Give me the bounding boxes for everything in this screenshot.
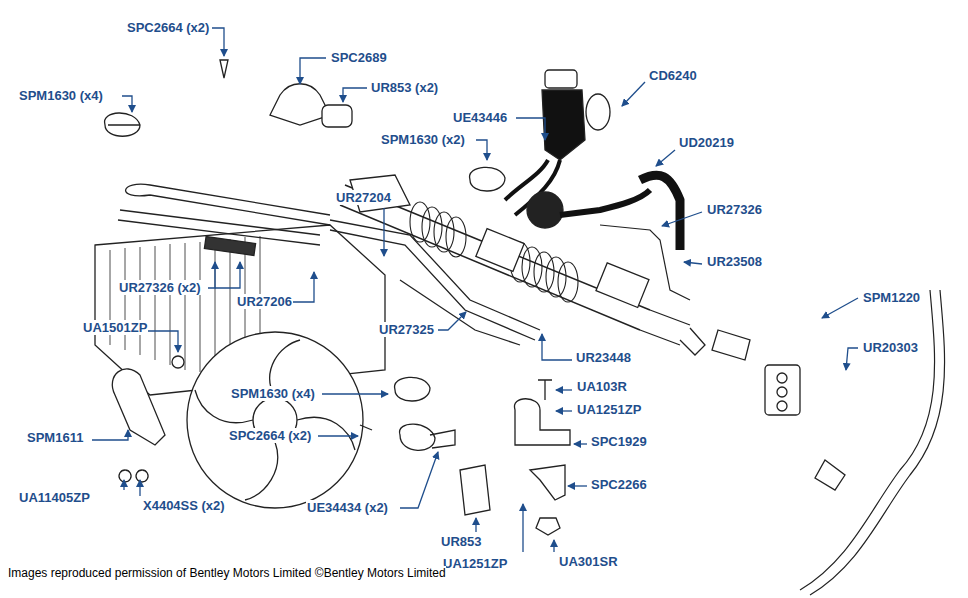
part-number: SPC2266 — [590, 477, 648, 492]
part-number: UR27325 — [378, 322, 435, 337]
part-number: UE34434 (x2) — [306, 500, 389, 515]
part-number: UA1251ZP — [442, 556, 508, 571]
part-number: SPM1630 (x4) — [18, 88, 104, 103]
part-number: UR853 — [440, 534, 482, 549]
part-number: UR853 (x2) — [370, 80, 439, 95]
drawing — [95, 60, 945, 595]
copyright-caption: Images reproduced permission of Bentley … — [8, 566, 446, 580]
part-number: SPC2664 (x2) — [228, 428, 312, 443]
part-number: UR27204 — [335, 190, 392, 205]
part-number: UE43446 — [452, 110, 508, 125]
part-number: X4404SS (x2) — [142, 498, 226, 513]
part-number: SPM1630 (x4) — [230, 386, 316, 401]
part-number: UD20219 — [678, 135, 735, 150]
part-number: CD6240 — [648, 68, 698, 83]
part-number: SPC2689 — [330, 50, 388, 65]
part-number: UR23448 — [575, 350, 632, 365]
part-number: SPC2664 (x2) — [126, 20, 210, 35]
part-number: UA1251ZP — [576, 402, 642, 417]
part-number: SPM1630 (x2) — [380, 132, 466, 147]
part-number: SPC1929 — [590, 434, 648, 449]
part-number: UR27326 — [706, 202, 763, 217]
part-number: UA11405ZP — [18, 490, 91, 505]
leader-lines — [92, 28, 858, 552]
part-number: UR27206 — [236, 294, 293, 309]
part-number: UR27326 (x2) — [118, 280, 202, 295]
part-number: UA301SR — [558, 554, 619, 569]
part-number: UR23508 — [706, 254, 763, 269]
part-number: SPM1220 — [862, 290, 921, 305]
part-number: UA1501ZP — [82, 320, 148, 335]
part-number: SPM1611 — [26, 430, 84, 445]
part-number: UR20303 — [862, 340, 919, 355]
part-number: UA103R — [576, 379, 628, 394]
